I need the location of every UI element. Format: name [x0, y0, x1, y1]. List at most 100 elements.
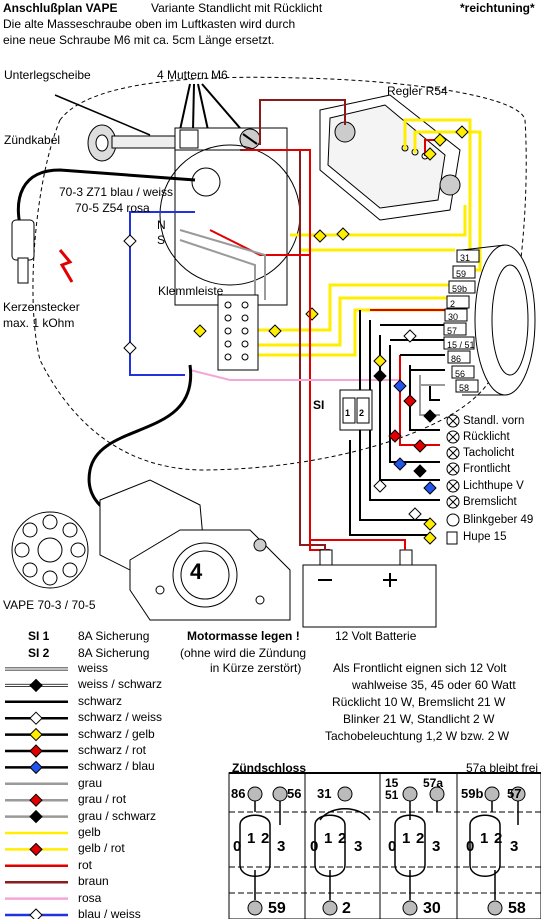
legend-marker [29, 711, 43, 725]
engine [129, 529, 291, 621]
ign-top-86: 86 [231, 786, 246, 801]
diagram-title: Anschlußplan VAPE [3, 1, 118, 15]
terminal-56: 56 [455, 369, 466, 379]
terminal-59: 59 [456, 269, 467, 279]
legend-label: schwarz / rot [78, 743, 147, 757]
ignition-position-label: 2 [338, 830, 347, 847]
regulator-label: Regler R54 [387, 84, 448, 98]
ignition-position-label: 0 [466, 838, 475, 855]
ground-warning-title: Motormasse legen ! [187, 629, 300, 643]
ignition-cable-label: Zündkabel [4, 133, 61, 147]
legend-marker [29, 727, 43, 742]
author-label: *reichtuning* [460, 1, 535, 15]
fuse-si-label: SI [313, 398, 325, 412]
spark-plug-label-1: Kerzenstecker [3, 300, 80, 314]
fuse-1-label: 1 [345, 408, 351, 418]
fuse-1-text: 8A Sicherung [78, 629, 150, 643]
ignition-position-label: 1 [480, 830, 489, 847]
coil-label-2: 70-5 Z54 rosa [75, 201, 150, 215]
ground-warning-line-1: (ohne wird die Zündung [180, 646, 307, 660]
legend-marker [29, 744, 43, 758]
lamp-bremslicht: Bremslicht [463, 496, 517, 508]
nuts-label: 4 Muttern M6 [157, 68, 228, 82]
legend-label: grau / rot [78, 792, 127, 807]
terminal-57: 57 [447, 326, 458, 336]
ign-top-57a: 57a [423, 776, 444, 790]
legend-label: blau / weiss [78, 907, 141, 921]
ign-top-31: 31 [317, 786, 332, 801]
ignition-position-label: 0 [388, 838, 397, 855]
terminal-2: 2 [450, 299, 456, 309]
fuse-2-label: 2 [359, 408, 365, 418]
terminal-15-51: 15 / 51 [447, 340, 475, 350]
ignition-switch-note: 57a bleibt frei [466, 761, 539, 775]
bulb-info-5: Tachobeleuchtung 1,2 W bzw. 2 W [325, 729, 510, 743]
legend-label: schwarz / weiss [78, 710, 163, 725]
n-label: N [157, 218, 166, 232]
headlight [461, 244, 536, 396]
legend-label: schwarz / gelb [78, 726, 155, 741]
legend-label: rot [78, 857, 93, 872]
bulb-info-2: wahlweise 35, 45 oder 60 Watt [352, 678, 516, 692]
terminal-30: 30 [448, 312, 459, 322]
ignition-position-label: 3 [277, 838, 286, 855]
legend-marker [29, 760, 43, 775]
ignition-position-label: 0 [310, 838, 319, 855]
terminal-31: 31 [460, 253, 471, 263]
ign-top-59b: 59b [461, 786, 484, 801]
ignition-position-label: 1 [247, 830, 256, 847]
bulb-info-1: Als Frontlicht eignen sich 12 Volt [333, 661, 507, 675]
legend-label: braun [78, 874, 109, 889]
washer-label: Unterlegscheibe [4, 68, 91, 82]
lamp-lichthupe: Lichthupe V [463, 480, 524, 492]
terminal-strip-label: Klemmleiste [158, 284, 224, 298]
ign-top-15-51: 15 51 [385, 776, 399, 802]
legend-label: grau [78, 775, 103, 790]
legend-label: weiss [78, 661, 109, 675]
ign-top-56: 56 [287, 786, 302, 801]
coil-label-1: 70-3 Z71 blau / weiss [59, 185, 174, 199]
ignition-position-label: 3 [432, 838, 441, 855]
ignition-switch-table [228, 772, 541, 919]
legend-label: gelb [78, 825, 101, 839]
battery-label: 12 Volt Batterie [335, 629, 417, 643]
terminal-86: 86 [451, 354, 462, 364]
fuse-2-text: 8A Sicherung [78, 646, 150, 660]
terminal-59b: 59b [452, 284, 468, 294]
legend-label: gelb / rot [78, 841, 125, 856]
spark-icon [58, 249, 74, 283]
spark-plug-label-2: max. 1 kOhm [3, 316, 75, 330]
ign-top-57: 57 [507, 786, 522, 801]
terminal-58: 58 [459, 383, 470, 393]
ground-screw [54, 94, 191, 162]
ground-warning-line-2: in Kürze zerstört) [210, 661, 302, 675]
s-label: S [157, 233, 166, 247]
lamp-hupe: Hupe 15 [463, 531, 507, 543]
fuse-2-id: SI 2 [28, 646, 50, 660]
lamp-blinkgeber: Blinkgeber 49 [463, 514, 534, 526]
ignition-position-label: 2 [261, 830, 270, 847]
lamp-tacholicht: Tacholicht [463, 447, 515, 459]
terminal-strip [217, 294, 259, 371]
legend-marker [29, 793, 43, 807]
fuse-box [339, 389, 373, 431]
lamp-frontlicht: Frontlicht [463, 463, 511, 475]
regulator-r54 [319, 94, 461, 221]
spark-plug-cap [11, 219, 35, 284]
ignition-position-label: 1 [324, 830, 333, 847]
legend-label: grau / schwarz [78, 808, 157, 823]
ignition-position-label: 2 [494, 830, 503, 847]
engine-number: 4 [190, 559, 203, 584]
legend-marker [29, 908, 43, 919]
legend-label: rosa [78, 890, 102, 905]
legend-label: weiss / schwarz [78, 677, 163, 692]
ignition-position-label: 2 [416, 830, 425, 847]
ignition-position-label: 3 [354, 838, 363, 855]
legend-label: schwarz / blau [78, 759, 155, 774]
legend-marker [29, 842, 43, 857]
note-line-2: eine neue Schraube M6 mit ca. 5cm Länge … [3, 33, 275, 47]
vape-label: VAPE 70-3 / 70-5 [3, 598, 96, 612]
lamp-ruecklicht: Rücklicht [463, 431, 510, 443]
variant-label: Variante Standlicht mit Rücklicht [151, 1, 323, 15]
